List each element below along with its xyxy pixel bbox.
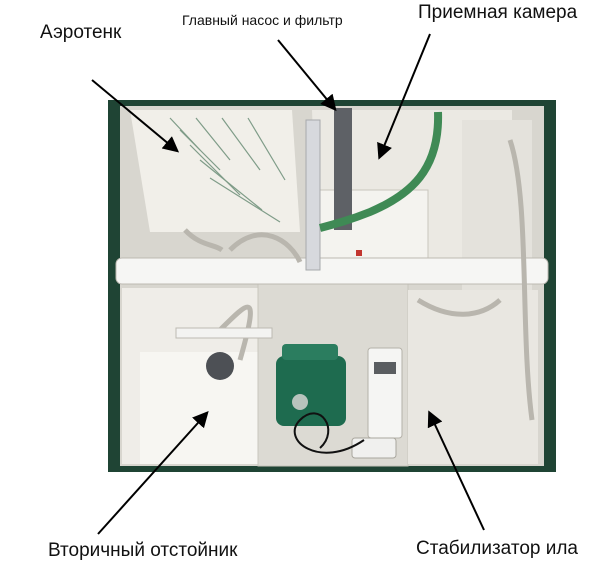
green-hose [318, 111, 443, 232]
arrow-receiving-chamber [377, 33, 431, 160]
controller-display [374, 362, 396, 374]
red-valve [356, 250, 362, 256]
sludge-stabilizer-chamber [408, 290, 538, 464]
label-secondary-settler: Вторичный отстойник [48, 540, 238, 561]
label-aerotank: Аэротенк [40, 22, 122, 43]
horizontal-beam [115, 257, 549, 285]
settler-pipe-end [206, 352, 234, 380]
settler-front [140, 352, 258, 464]
settler-pipe [175, 327, 273, 339]
compressor-top [282, 344, 338, 360]
main-pump-pipe [334, 108, 352, 230]
controller-box [367, 347, 403, 439]
arrow-aerotank [91, 79, 180, 153]
arrow-sludge-stabilizer [427, 410, 485, 531]
arrow-main-pump [277, 39, 337, 112]
aerotank-chamber [130, 110, 300, 232]
label-main-pump-filter: Главный насос и фильтр [182, 12, 343, 28]
aeration-grid [169, 117, 286, 223]
tubing [183, 139, 535, 421]
label-sludge-stabilizer: Стабилизатор ила [416, 538, 579, 559]
power-cable [293, 412, 365, 454]
compressor-dial [292, 394, 308, 410]
label-receiving-chamber: Приемная камера [418, 2, 578, 23]
main-pump-pipe-2 [305, 119, 321, 271]
arrow-secondary-settler [97, 411, 209, 535]
controller-plug [351, 437, 397, 459]
compressor [276, 356, 346, 426]
